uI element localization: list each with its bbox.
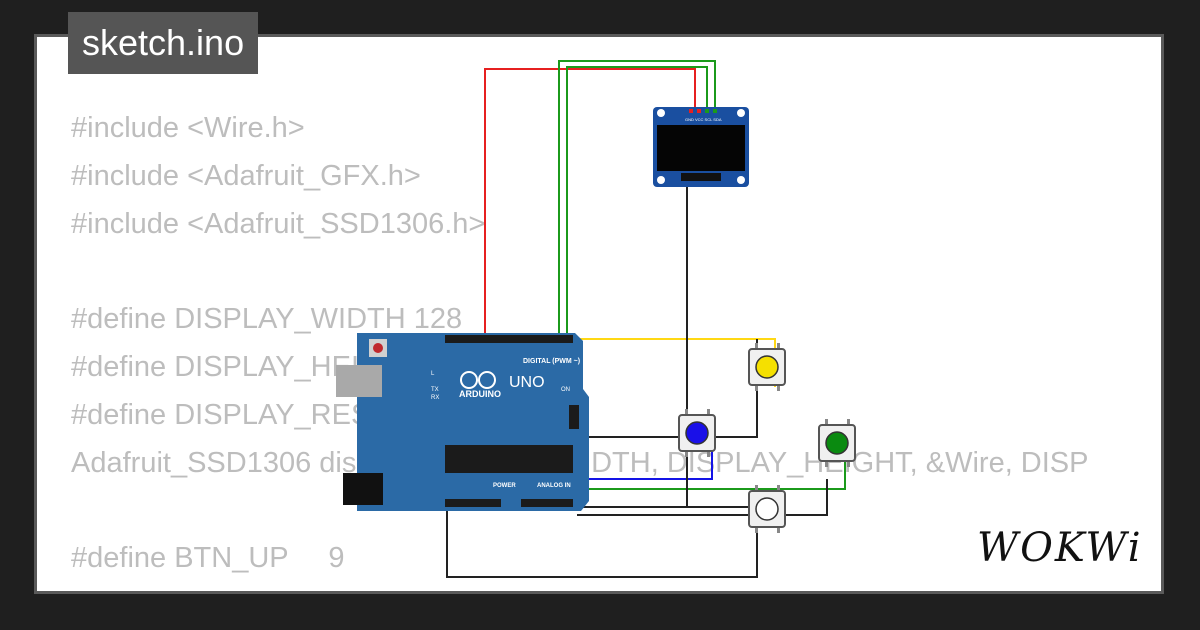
- board-maker: ARDUINO: [459, 389, 501, 399]
- simulation-canvas[interactable]: #include <Wire.h> #include <Adafruit_GFX.…: [34, 34, 1164, 594]
- wire-red-vcc: [484, 68, 696, 507]
- code-line: #define BTN_UP 9: [71, 542, 345, 575]
- code-line: #define BTN_RIGHT 7: [71, 583, 1089, 591]
- button-yellow[interactable]: [748, 343, 786, 391]
- l-label: L: [431, 371, 435, 377]
- power-label: POWER: [493, 483, 516, 489]
- usb-port: [336, 365, 382, 397]
- power-jack: [343, 473, 383, 505]
- on-label: ON: [561, 387, 570, 393]
- oled-pin-labels: GND VCC SCL SDA: [685, 117, 722, 122]
- code-preview: #include <Wire.h> #include <Adafruit_GFX.…: [71, 105, 1089, 591]
- arduino-uno-board[interactable]: DIGITAL (PWM ~) UNO ARDUINO POWER ANALOG…: [336, 333, 589, 511]
- button-white[interactable]: [748, 485, 786, 533]
- oled-display[interactable]: GND VCC SCL SDA: [653, 107, 749, 187]
- file-name-tab[interactable]: sketch.ino: [68, 12, 259, 74]
- wire-green-scl: [558, 60, 716, 507]
- digital-label: DIGITAL (PWM ~): [523, 358, 580, 365]
- code-line: #include <Wire.h>: [71, 112, 305, 144]
- code-line: #include <Adafruit_SSD1306.h>: [71, 207, 486, 240]
- code-line: #include <Adafruit_GFX.h>: [71, 159, 421, 192]
- button-blue[interactable]: [678, 409, 716, 457]
- rx-label: RX: [431, 395, 439, 401]
- wire-black-4: [577, 479, 828, 516]
- code-line: #define DISPLAY_WIDTH 128: [71, 303, 463, 336]
- atmega-chip: [445, 445, 573, 473]
- analog-label: ANALOG IN: [537, 483, 571, 489]
- wire-green-sda: [566, 66, 708, 507]
- board-name: UNO: [509, 374, 545, 391]
- tx-label: TX: [431, 387, 439, 393]
- wokwi-logo: WOKWi: [977, 525, 1143, 571]
- buttons-layer: [678, 343, 856, 533]
- button-green[interactable]: [818, 419, 856, 467]
- circuit-diagram[interactable]: GND VCC SCL SDA DIGITAL (PWM ~) UNO ARDU…: [37, 37, 1164, 594]
- wire-yellow: [577, 338, 776, 387]
